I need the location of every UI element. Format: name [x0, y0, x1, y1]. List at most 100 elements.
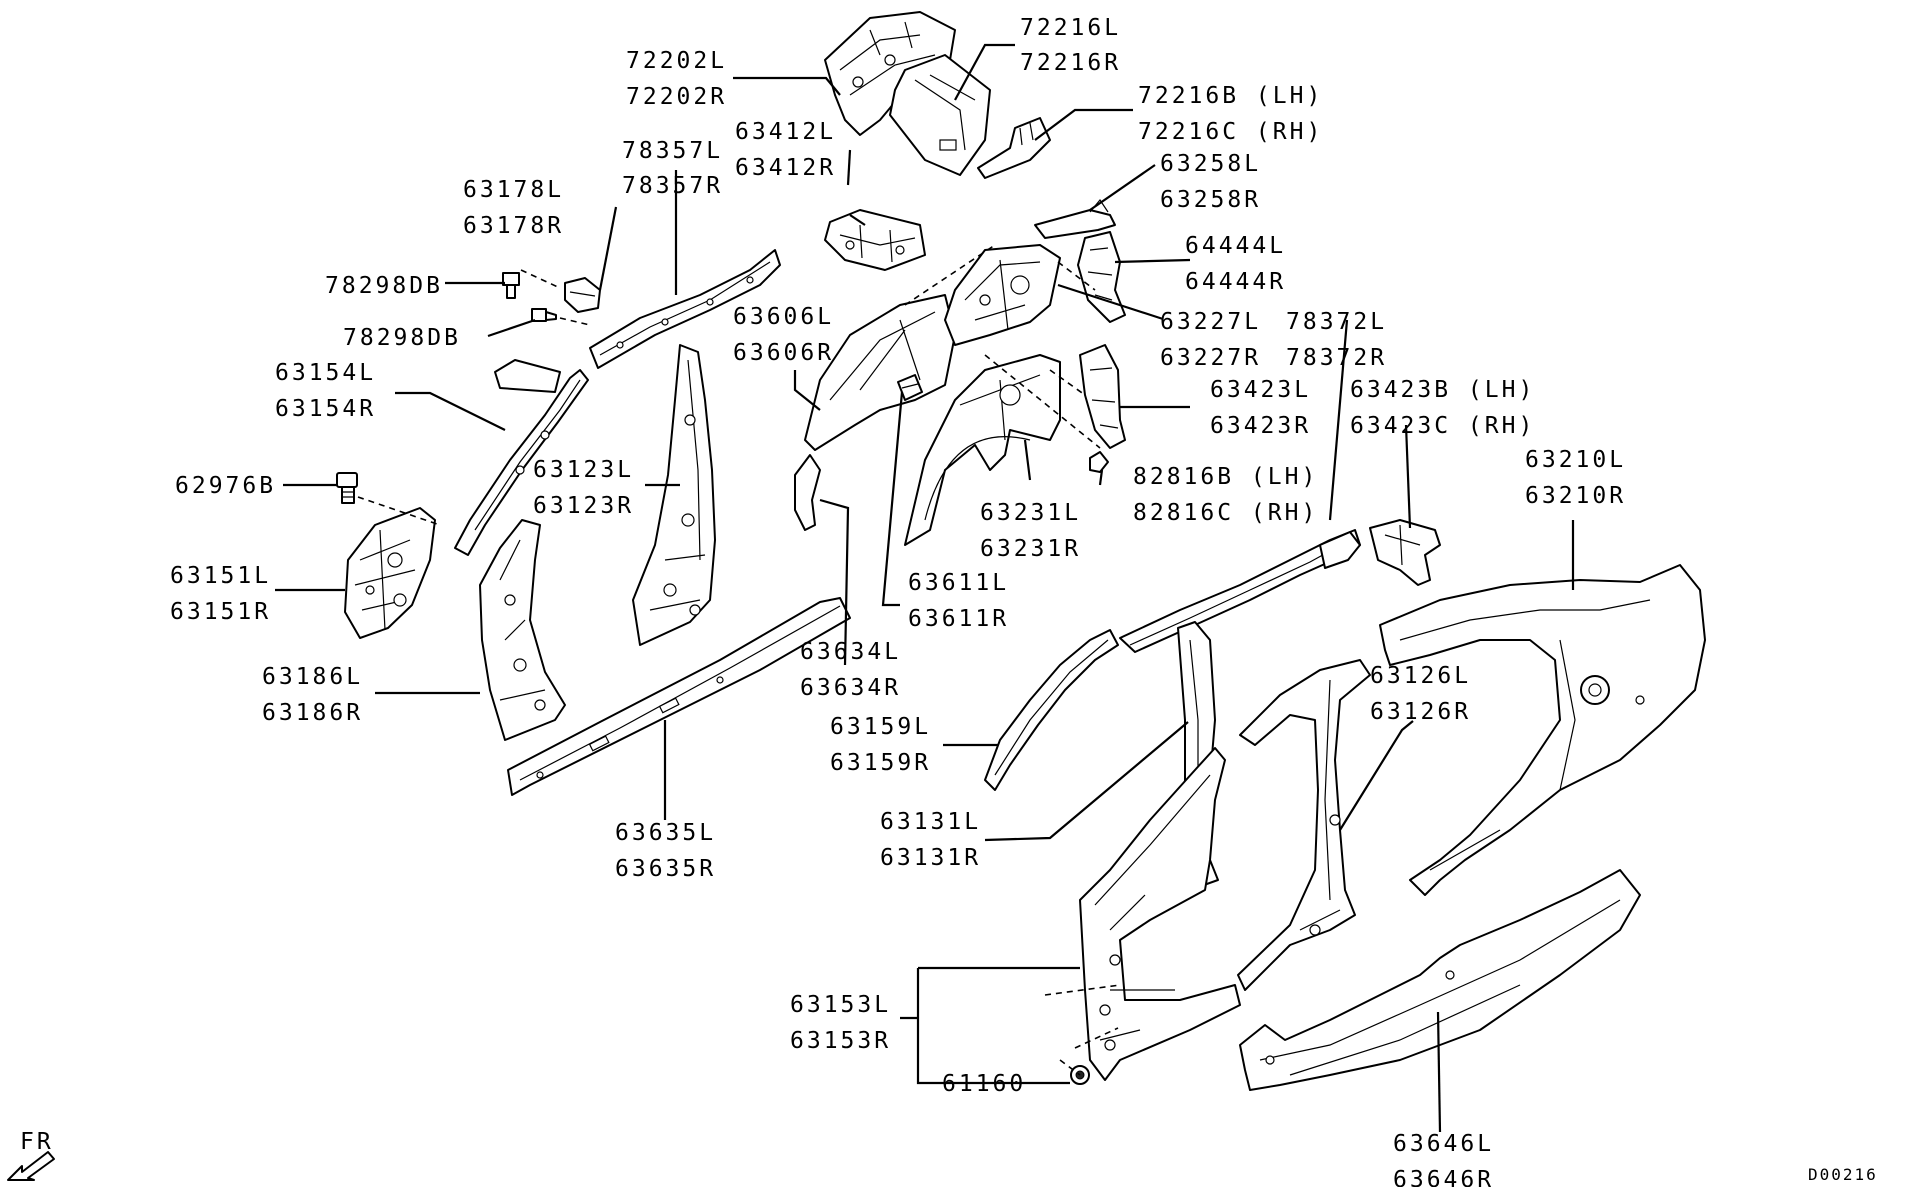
part-number: 78372R	[1286, 345, 1387, 371]
part-number: 63231L	[980, 500, 1081, 526]
part-number: 63611R	[908, 606, 1009, 632]
part-number: 63646R	[1393, 1167, 1494, 1187]
part-63154-a-pillar-upper	[454, 359, 589, 556]
part-63634-bracket	[794, 454, 821, 531]
part-number: 63611L	[908, 570, 1009, 596]
part-62976-bolt	[336, 472, 358, 504]
label-78298-lower: 78298DB	[343, 325, 461, 351]
part-number: 61160	[942, 1071, 1026, 1097]
part-number: 63635L	[615, 820, 716, 846]
label-61160: 61160	[942, 1071, 1026, 1097]
label-82816: 82816B (LH) 82816C (RH)	[1133, 464, 1318, 526]
part-number: 82816C (RH)	[1133, 500, 1318, 526]
part-number: 78357R	[622, 173, 723, 199]
part-number: 63227L	[1160, 309, 1261, 335]
label-63227: 63227L 63227R	[1160, 309, 1261, 371]
part-number: 82816B (LH)	[1133, 464, 1318, 490]
part-number: 63210L	[1525, 447, 1626, 473]
front-label: FR	[20, 1129, 54, 1155]
label-63153: 63153L 63153R	[790, 992, 891, 1054]
label-64444: 64444L 64444R	[1185, 233, 1286, 295]
part-63151-bracket	[344, 507, 436, 639]
part-63635-sill-inner	[507, 597, 851, 796]
part-63210-quarter-panel	[1379, 564, 1706, 896]
label-78357: 78357L 78357R	[622, 138, 723, 199]
part-number: 63412L	[735, 119, 836, 145]
part-number: 72216C (RH)	[1138, 119, 1323, 145]
part-63258-strip	[1034, 198, 1116, 239]
label-63186: 63186L 63186R	[262, 664, 363, 726]
part-number: 63178R	[463, 213, 564, 239]
part-number: 63153R	[790, 1028, 891, 1054]
part-number: 78372L	[1286, 309, 1387, 335]
part-number: 63178L	[463, 177, 564, 203]
label-63231: 63231L 63231R	[980, 500, 1081, 562]
part-number: 63151L	[170, 563, 271, 589]
label-63611: 63611L 63611R	[908, 570, 1009, 632]
part-63186-a-pillar-lower	[479, 519, 566, 741]
part-number: 63258R	[1160, 187, 1261, 213]
part-number: 63151R	[170, 599, 271, 625]
part-72216-tray	[889, 54, 991, 176]
assembly-lines	[357, 244, 1121, 1076]
label-63154: 63154L 63154R	[275, 360, 376, 422]
part-number: 63646L	[1393, 1131, 1494, 1157]
part-number: 72216L	[1020, 15, 1121, 41]
part-number: 72202L	[626, 48, 727, 74]
label-62976: 62976B	[175, 473, 276, 499]
part-number: 72202R	[626, 84, 727, 110]
part-63126-pillar	[1237, 659, 1371, 991]
label-72216b: 72216B (LH) 72216C (RH)	[1138, 83, 1323, 145]
part-78372-roof-rail	[1119, 529, 1361, 653]
label-63151: 63151L 63151R	[170, 563, 271, 625]
part-number: 78298DB	[325, 273, 443, 299]
part-number: 78298DB	[343, 325, 461, 351]
part-number: 63186R	[262, 700, 363, 726]
part-number: 63126L	[1370, 663, 1471, 689]
part-number: 62976B	[175, 473, 276, 499]
part-63227-inner-panel	[944, 244, 1061, 346]
part-number: 63227R	[1160, 345, 1261, 371]
part-number: 63123L	[533, 457, 634, 483]
part-number: 63131R	[880, 845, 981, 871]
part-82816-clip	[1089, 451, 1109, 473]
part-number: 63123R	[533, 493, 634, 519]
label-63423b: 63423B (LH) 63423C (RH)	[1350, 377, 1535, 439]
part-number: 63186L	[262, 664, 363, 690]
part-63646-side-sill-outer	[1239, 869, 1641, 1091]
part-shapes	[336, 11, 1706, 1091]
label-63159: 63159L 63159R	[830, 714, 931, 776]
part-number: 63154R	[275, 396, 376, 422]
part-number: 63635R	[615, 856, 716, 882]
label-63412: 63412L 63412R	[735, 119, 836, 181]
part-number: 63126R	[1370, 699, 1471, 725]
part-number: 63159R	[830, 750, 931, 776]
front-direction-indicator: FR	[7, 1129, 55, 1181]
part-78298-clip-lower	[531, 308, 557, 322]
label-63606: 63606L 63606R	[733, 304, 834, 366]
label-63210: 63210L 63210R	[1525, 447, 1626, 509]
part-63412-bracket	[824, 209, 926, 271]
label-63258: 63258L 63258R	[1160, 151, 1261, 213]
part-number: 63412R	[735, 155, 836, 181]
part-number: 63258L	[1160, 151, 1261, 177]
part-number: 63131L	[880, 809, 981, 835]
diagram-code: D00216	[1808, 1165, 1878, 1184]
part-number: 72216R	[1020, 50, 1121, 76]
leader-lines	[275, 43, 1575, 1133]
part-78298-clip-upper	[502, 272, 520, 299]
part-number: 78357L	[622, 138, 723, 164]
part-64444-bracket	[1077, 231, 1126, 323]
label-63131: 63131L 63131R	[880, 809, 981, 871]
part-number: 63606L	[733, 304, 834, 330]
part-number: 63423B (LH)	[1350, 377, 1535, 403]
label-63178: 63178L 63178R	[463, 177, 564, 239]
label-63646: 63646L 63646R	[1393, 1131, 1494, 1187]
part-number: 64444L	[1185, 233, 1286, 259]
label-63126: 63126L 63126R	[1370, 663, 1471, 725]
label-78372: 78372L 78372R	[1286, 309, 1387, 371]
part-number: 63634L	[800, 639, 901, 665]
label-63634: 63634L 63634R	[800, 639, 901, 701]
part-78357-roof-rail	[589, 249, 781, 369]
